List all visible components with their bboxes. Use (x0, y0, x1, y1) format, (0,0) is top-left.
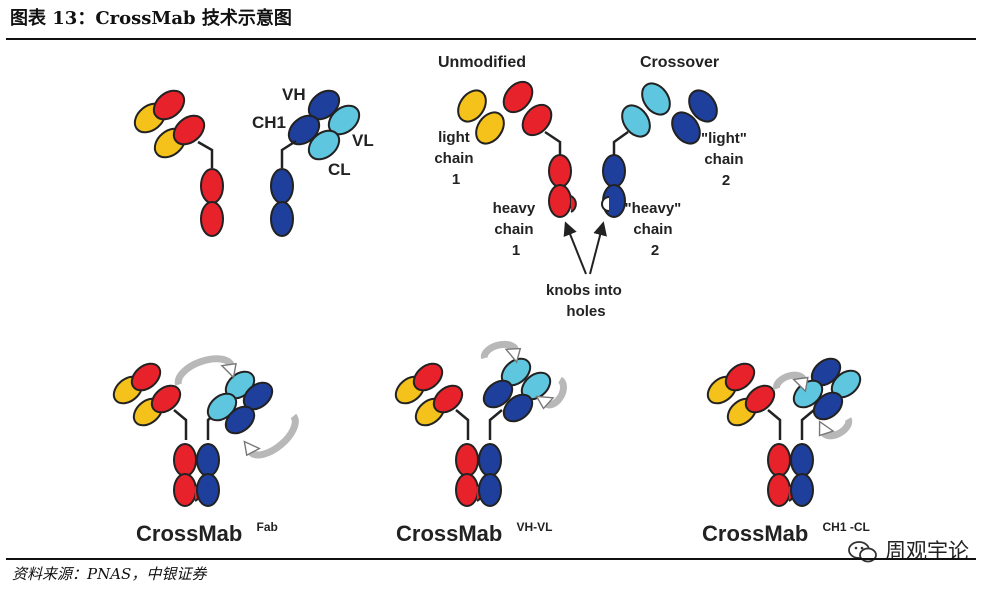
domain-12 (455, 443, 479, 477)
heavy-chain-2-vl (641, 82, 671, 116)
heavy-chain-2-hinge (612, 130, 629, 156)
ch1cl-rotation-arrow-left (773, 371, 807, 390)
bottom-rule (6, 558, 976, 560)
domain-2 (130, 362, 162, 392)
domain-21 (767, 473, 791, 507)
top-left-ch3-red (200, 201, 224, 237)
top-left-ch2-red (200, 168, 224, 204)
undefined (800, 409, 815, 440)
label-heavy-chain-1: heavy chain 1 (493, 200, 540, 259)
domain-4 (173, 443, 197, 477)
light-chain-2-vh (688, 89, 718, 123)
label-vl: VL (352, 131, 374, 150)
crossmab-fab-label: CrossMab Fab (136, 520, 278, 546)
source-line: 资料来源：PNAS，中银证券 (12, 565, 207, 583)
heavy-chain-2-ch2 (602, 154, 626, 188)
vhvl-cl-blue (502, 393, 534, 423)
ch1cl-cl-blue (812, 391, 844, 421)
heavy-chain-1-ch3 (548, 184, 572, 218)
fab-rotation-arrow-bottom (247, 413, 299, 459)
vhvl-rotation-arrow-side (544, 376, 567, 409)
vhvl-rotation-arrow-top-head (504, 347, 522, 364)
top-left-ch3-blue (270, 201, 294, 237)
top-left-vh-red (152, 89, 186, 121)
label-heavy-chain-2: "heavy" chain 2 (625, 200, 686, 259)
undefined (488, 409, 503, 440)
vhvl-rotation-arrow-top (480, 340, 519, 360)
heavy-chain-1-hinge (544, 130, 562, 156)
light-chain-1-v (457, 89, 487, 123)
crossmab-vhvl-label: CrossMab VH-VL (396, 520, 552, 546)
domain-6 (196, 443, 220, 477)
domain-3 (150, 384, 182, 414)
domain-19 (744, 384, 776, 414)
label-crossover: Crossover (640, 54, 719, 71)
label-light-chain-1: light chain 1 (434, 129, 477, 188)
top-left-cl-cyan (307, 129, 341, 161)
undefined (767, 409, 782, 440)
figure-title: 图表 13：CrossMab 技术示意图 (10, 8, 292, 29)
top-rule (6, 38, 976, 40)
crossmab-ch1cl-label: CrossMab CH1 -CL (702, 520, 870, 546)
top-left-hinge-blue (280, 139, 297, 168)
heavy-chain-1-ch2 (548, 154, 572, 188)
undefined (455, 409, 470, 440)
fab-rotation-arrow-top-head (220, 362, 237, 379)
light-chain-2-ch1 (671, 111, 701, 145)
knob-arrow-right (589, 221, 607, 275)
label-unmodified: Unmodified (438, 54, 526, 71)
top-left-ch1-red (172, 114, 206, 146)
ch1cl-rotation-arrow-right-head (818, 420, 835, 437)
domain-13 (455, 473, 479, 507)
knob-arrow-left (563, 221, 587, 275)
heavy-chain-2-hole (601, 196, 610, 212)
vhvl-ch1-blue (482, 379, 514, 409)
label-vh: VH (282, 85, 306, 104)
label-cl: CL (328, 160, 351, 179)
domain-18 (724, 362, 756, 392)
domain-10 (412, 362, 444, 392)
domain-14 (478, 443, 502, 477)
domain-15 (478, 473, 502, 507)
fab-rotation-arrow-bottom-head (243, 440, 261, 457)
fab-rotation-arrow-top (174, 355, 235, 386)
top-left-ch2-blue (270, 168, 294, 204)
heavy-chain-1-knob (570, 195, 577, 213)
light-chain-1-c (475, 111, 505, 145)
domain-20 (767, 443, 791, 477)
domain-22 (790, 443, 814, 477)
label-light-chain-2: "light" chain 2 (701, 130, 751, 189)
ch1cl-rotation-arrow-left-head (792, 376, 809, 393)
domain-11 (432, 384, 464, 414)
vhvl-rotation-arrow-side-head (535, 395, 555, 410)
watermark: 周观宇论 (848, 535, 969, 565)
heavy-chain-1-ch1 (521, 103, 553, 137)
heavy-chain-2-cl (621, 104, 651, 138)
heavy-chain-1-vh (502, 80, 534, 114)
wechat-logo-icon (848, 541, 878, 563)
label-ch1: CH1 (252, 113, 286, 132)
undefined (173, 409, 188, 440)
domain-23 (790, 473, 814, 507)
domain-5 (173, 473, 197, 507)
label-knobs-into-holes: knobs into holes (546, 282, 626, 320)
domain-7 (196, 473, 220, 507)
top-left-hinge-red (197, 140, 214, 168)
antibody-shapes (112, 80, 862, 507)
ch1cl-rotation-arrow-right (820, 417, 853, 440)
fab-ch1-blue (224, 405, 256, 435)
